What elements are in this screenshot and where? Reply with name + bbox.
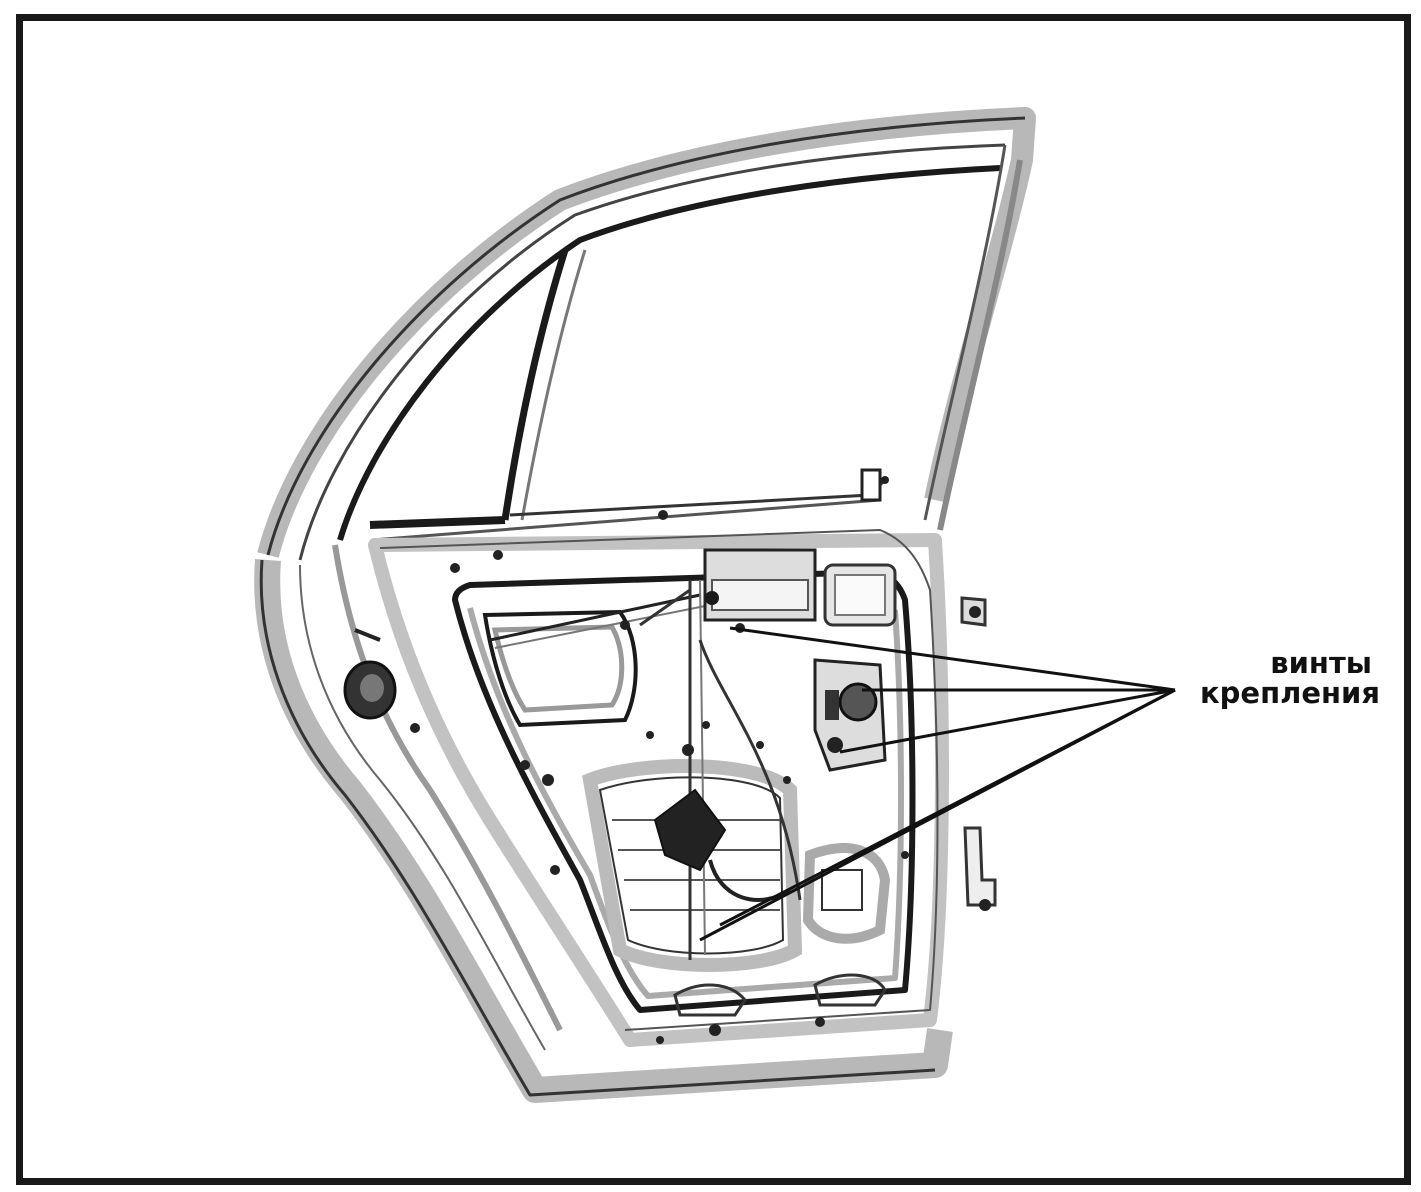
callout-line-2: крепления [1199,676,1380,710]
lower-pocket [802,843,891,944]
door-handle-mount [343,628,397,720]
door-hinges [960,596,997,911]
drain-holes [673,973,887,1017]
door-lock [813,563,897,772]
glass-run-channel [369,248,881,542]
door-window-frame [257,107,1036,561]
callout-label: винты крепления [1150,648,1380,708]
glass-bracket [639,548,817,627]
callout-line-1: винты [1270,646,1372,680]
door-shell [254,544,953,1103]
belt-line [509,468,887,517]
upper-access-opening [482,593,711,728]
callout-leader-lines [699,626,1176,942]
